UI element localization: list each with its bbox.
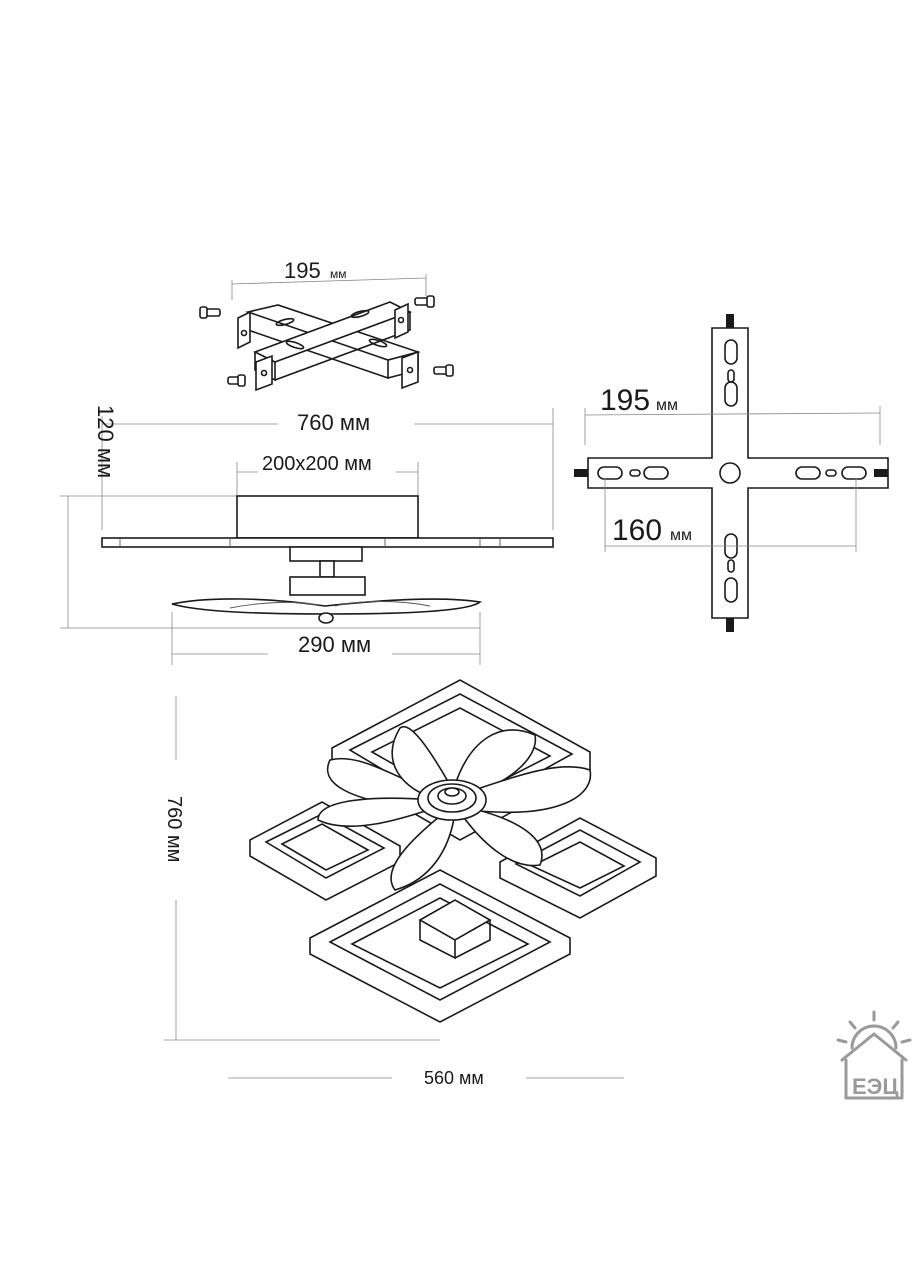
- screw-icon: [433, 364, 454, 377]
- mounting-plate: 195 мм 160 мм: [574, 314, 889, 632]
- logo-text: EЭЦ: [852, 1074, 898, 1099]
- plate-width-label: 195: [600, 384, 650, 417]
- bracket-width-unit: мм: [330, 267, 347, 281]
- screw-icon: [414, 295, 435, 308]
- mounting-bracket: 195 мм: [199, 258, 454, 392]
- screw-icon: [199, 306, 221, 319]
- top-height-label: 760 мм: [163, 796, 185, 862]
- top-view: 760 мм 560 мм: [163, 679, 657, 1088]
- side-width-label: 760 мм: [297, 410, 370, 435]
- top-width-label: 560 мм: [424, 1068, 484, 1088]
- side-height-label: 120 мм: [93, 405, 118, 478]
- brand-logo: EЭЦ: [836, 1010, 912, 1100]
- plate-spacing-unit: мм: [670, 527, 692, 544]
- bracket-width-label: 195: [284, 258, 321, 283]
- base-size-label: 200x200 мм: [262, 453, 372, 475]
- plate-spacing-label: 160: [612, 514, 662, 547]
- screw-icon: [227, 374, 246, 387]
- side-view: 760 мм 200x200 мм 120 мм 290 мм: [60, 405, 554, 665]
- fan-diameter-label: 290 мм: [298, 632, 371, 657]
- plate-width-unit: мм: [656, 397, 678, 414]
